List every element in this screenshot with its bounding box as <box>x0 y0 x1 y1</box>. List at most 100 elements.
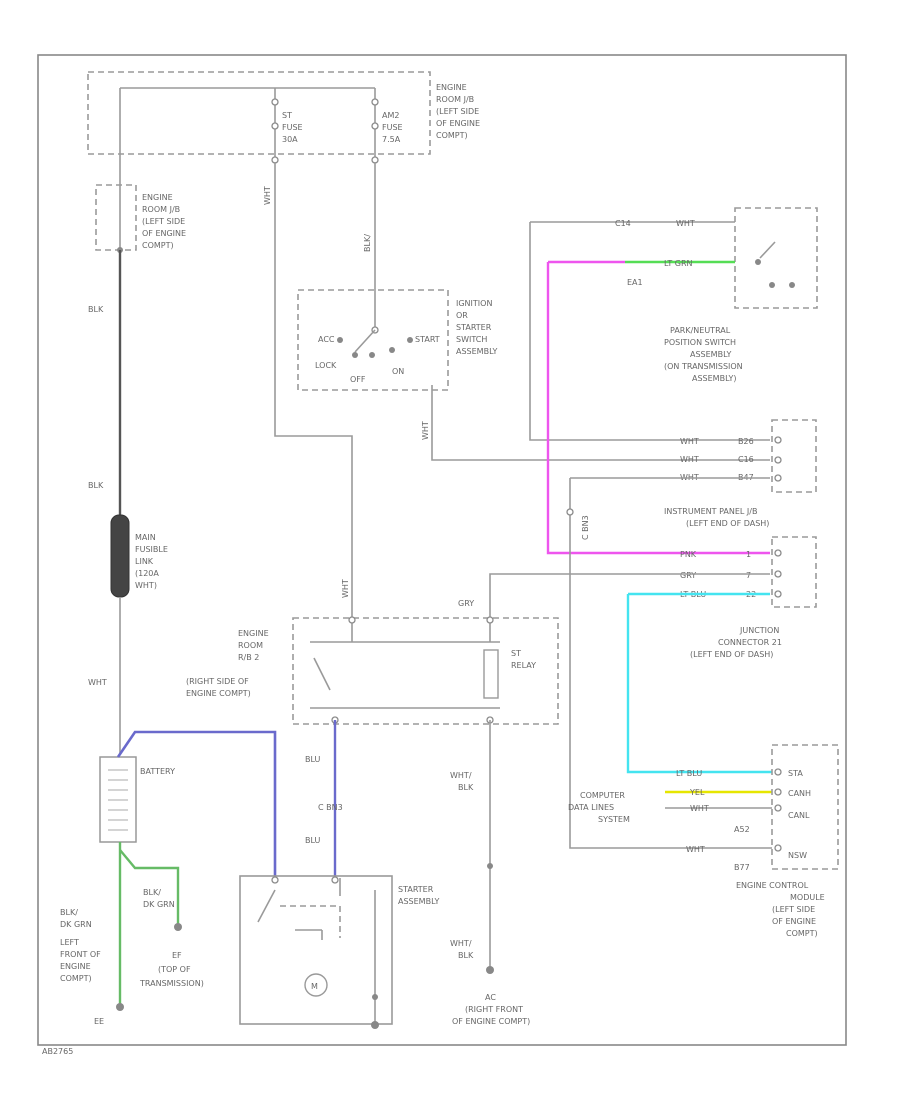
wht-blk-1-0: WHT/ <box>450 771 472 780</box>
pn-switch-blade <box>759 241 776 259</box>
ecm-pin-canh <box>774 788 782 796</box>
junction-connector-box <box>771 536 817 608</box>
jc-pin2 <box>774 590 782 598</box>
engine-room-jb-label-3: OF ENGINE <box>436 119 480 128</box>
ecm-pin-nsw-label: NSW <box>788 851 807 860</box>
jc-pin0 <box>774 549 782 557</box>
starter-switch-blade <box>257 889 276 923</box>
engine-room-jb-left-box <box>95 184 137 251</box>
ground-left-label-2: ENGINE <box>60 962 91 971</box>
ecm-pin-canl-label: CANL <box>788 811 810 820</box>
relay-loc-2: R/B 2 <box>238 653 259 662</box>
starter-pin-st <box>331 876 339 884</box>
ground-ef-dot <box>174 923 182 931</box>
jc-label-2: (LEFT END OF DASH) <box>690 650 773 659</box>
ecm-pin-canh-label: CANH <box>788 789 811 798</box>
blu-label-1: BLU <box>305 755 321 764</box>
battery-starter-cable <box>116 730 277 878</box>
pn-label-1: POSITION SWITCH <box>664 338 736 347</box>
ground-ee-dot <box>116 1003 124 1011</box>
ground-left-label-3: COMPT) <box>60 974 92 983</box>
park-neutral-box <box>734 207 818 309</box>
pn-pin-top: C14 <box>615 219 631 228</box>
relay-wht-label: WHT <box>341 579 350 598</box>
relay-contact-blade <box>313 657 331 691</box>
ignition-switch-box <box>297 289 449 391</box>
st-fuse-pin-top <box>271 98 279 106</box>
data-wire-ltblu: LT BLU <box>676 769 702 778</box>
ecm-label-3: OF ENGINE <box>772 917 816 926</box>
ground-ef-label-1: (TOP OF <box>158 965 191 974</box>
ign-start-wire-label: WHT <box>421 421 430 440</box>
ign-acc: ACC <box>318 335 335 344</box>
ground-ac-label-2: OF ENGINE COMPT) <box>452 1017 530 1026</box>
jc-row1-color: GRY <box>680 571 696 580</box>
ign-start: START <box>415 335 440 344</box>
fusible-link <box>110 514 130 598</box>
cbn3-label: C BN3 <box>581 515 590 540</box>
engine-room-jb-label-2: (LEFT SIDE <box>436 107 479 116</box>
starter-label-0: STARTER <box>398 885 434 894</box>
data-wire-yel: YEL <box>689 788 705 797</box>
computer-data-label-0: COMPUTER <box>580 791 625 800</box>
ground-left-label-4: EE <box>94 1017 104 1026</box>
starter-internal-splice <box>372 994 378 1000</box>
ign-start-wire <box>431 385 770 461</box>
ground-ef-label-2: TRANSMISSION) <box>139 979 204 988</box>
blk-dkgrn-label-a0: BLK/ <box>143 888 161 897</box>
starter-solenoid-link <box>280 905 341 938</box>
ign-lock: LOCK <box>315 361 337 370</box>
engine-room-jb-label-1: ROOM J/B <box>436 95 474 104</box>
ign-off: OFF <box>350 375 366 384</box>
battery-cells <box>108 769 128 831</box>
fusible-link-label-3: (120A <box>135 569 159 578</box>
pn-wht-label: WHT <box>676 219 695 228</box>
computer-data-label-2: SYSTEM <box>598 815 630 824</box>
jb-left-label-0: ENGINE <box>142 193 173 202</box>
jc-row0-color: PNK <box>680 550 697 559</box>
st-relay-box <box>292 617 559 725</box>
ltblu-wire <box>626 592 772 774</box>
am2-fuse-pin-top <box>371 98 379 106</box>
wht-blk-2-1: BLK <box>458 951 474 960</box>
ign-lock-contact <box>352 352 358 358</box>
ign-off-contact <box>369 352 375 358</box>
ecm-connector-b77: B77 <box>734 863 750 872</box>
jb-left-label-3: OF ENGINE <box>142 229 186 238</box>
jb-left-label-1: ROOM J/B <box>142 205 180 214</box>
cbn3-label-2: C BN3 <box>318 803 343 812</box>
cbn3-pin <box>566 508 574 516</box>
instrument-panel-jb-box <box>771 419 817 493</box>
ipjb-row1-color: WHT <box>680 455 699 464</box>
blk-label-2: BLK <box>88 481 104 490</box>
st-fuse-pin-mid <box>271 122 279 130</box>
ecm-nsw-wire-label: WHT <box>686 845 705 854</box>
relay-pin-st <box>348 616 356 624</box>
gry-wire <box>489 573 770 612</box>
ground-ac-label-0: AC <box>485 993 496 1002</box>
engine-room-jb-label-0: ENGINE <box>436 83 467 92</box>
ipjb-pin1 <box>774 456 782 464</box>
ground-left-label-1: FRONT OF <box>60 950 101 959</box>
ipjb-row0-color: WHT <box>680 437 699 446</box>
pn-label-0: PARK/NEUTRAL <box>670 326 731 335</box>
relay-loc-3: (RIGHT SIDE OF <box>186 677 249 686</box>
am2-fuse-label-1: FUSE <box>382 123 403 132</box>
am2-wire-label: BLK/ <box>363 234 372 252</box>
ipjb-label-1: (LEFT END OF DASH) <box>686 519 769 528</box>
ecm-pin-canl <box>774 804 782 812</box>
diagram-frame <box>37 54 847 1046</box>
ground-ac-label-1: (RIGHT FRONT <box>465 1005 523 1014</box>
ign-label-4: ASSEMBLY <box>456 347 497 356</box>
starter-motor-label: M <box>311 982 318 991</box>
relay-coil <box>483 649 499 699</box>
pn-contact-2 <box>769 282 775 288</box>
ecm-box <box>771 744 839 870</box>
ign-switch-blade <box>354 329 376 353</box>
ground-ef-wire <box>119 849 180 925</box>
relay-loc-4: ENGINE COMPT) <box>186 689 251 698</box>
jc-pin1 <box>774 570 782 578</box>
ign-label-0: IGNITION <box>456 299 492 308</box>
ground-ac-dot <box>486 966 494 974</box>
